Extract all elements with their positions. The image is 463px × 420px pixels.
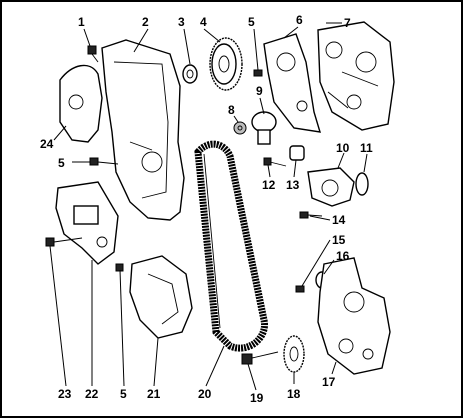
part-13-idler-roller <box>289 145 305 161</box>
part-3-washer <box>182 64 198 84</box>
leader-lines <box>49 22 368 391</box>
callout-23: 23 <box>58 387 72 401</box>
callout-16: 16 <box>336 249 350 263</box>
callout-11: 11 <box>360 141 373 155</box>
callout-21: 21 <box>147 387 161 401</box>
part-14-bolt <box>299 211 323 219</box>
callout-20: 20 <box>198 387 212 401</box>
part-22-bracket <box>55 181 119 265</box>
part-17-lower-housing <box>317 257 391 375</box>
callout-7: 7 <box>344 16 351 30</box>
part-2-upper-cover <box>101 39 185 221</box>
callout-15: 15 <box>332 233 346 247</box>
callout-labels: 1 2 3 4 5 6 7 8 9 10 11 12 13 14 15 16 1… <box>40 13 373 405</box>
callout-9: 9 <box>256 84 263 98</box>
callout-5-bottom: 5 <box>120 387 127 401</box>
callout-4: 4 <box>200 15 207 29</box>
part-4-camshaft-sprocket <box>209 37 243 91</box>
part-15-bolt <box>295 285 305 293</box>
callout-2: 2 <box>142 15 149 29</box>
callout-24: 24 <box>40 137 54 151</box>
part-8-nut <box>233 121 247 135</box>
part-21-lower-cover <box>129 255 193 339</box>
part-20-toothed-belt <box>194 140 268 352</box>
part-10-coolant-pump <box>307 167 355 207</box>
callout-12: 12 <box>262 178 276 192</box>
part-18-crank-sprocket <box>283 335 305 373</box>
part-11-o-ring <box>355 172 369 196</box>
part-5-bolt-top <box>253 69 263 77</box>
callout-17: 17 <box>322 375 336 389</box>
callout-10: 10 <box>336 141 350 155</box>
callout-5-left: 5 <box>58 156 65 170</box>
callout-1: 1 <box>78 15 85 29</box>
part-1-bolt <box>87 45 99 63</box>
callout-13: 13 <box>286 178 300 192</box>
callout-3: 3 <box>178 15 185 29</box>
part-12-bolt <box>263 157 287 167</box>
part-6-rear-cover <box>263 33 321 133</box>
callout-19: 19 <box>250 391 264 405</box>
part-5-bolt-lower <box>115 263 124 272</box>
callout-22: 22 <box>85 387 99 401</box>
part-9-tension-roller <box>251 111 277 145</box>
part-7-engine-block <box>317 21 395 131</box>
callout-14: 14 <box>332 213 346 227</box>
callout-18: 18 <box>287 387 301 401</box>
callout-8: 8 <box>228 103 235 117</box>
part-24-outer-cover <box>59 64 103 143</box>
part-5-bolt-left <box>89 157 119 166</box>
callout-6: 6 <box>296 13 303 27</box>
part-19-crank-bolt <box>241 351 279 365</box>
callout-5-top: 5 <box>248 15 255 29</box>
